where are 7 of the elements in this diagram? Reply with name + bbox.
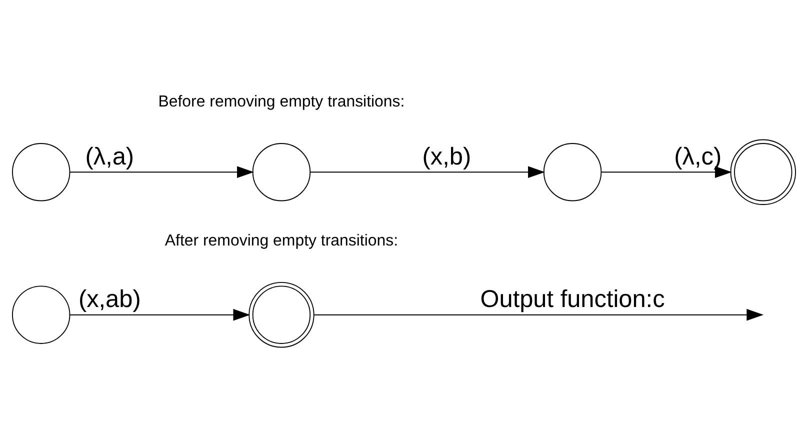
edge-label: Output function:c — [480, 286, 665, 313]
edge-label: (λ,c) — [674, 142, 722, 170]
label: After removing empty transitions: — [164, 232, 398, 249]
label: Before removing empty transitions: — [158, 93, 405, 110]
edge-label: (x,b) — [422, 142, 472, 170]
edge-label: (λ,a) — [85, 142, 134, 170]
edge-label: (x,ab) — [78, 286, 141, 313]
